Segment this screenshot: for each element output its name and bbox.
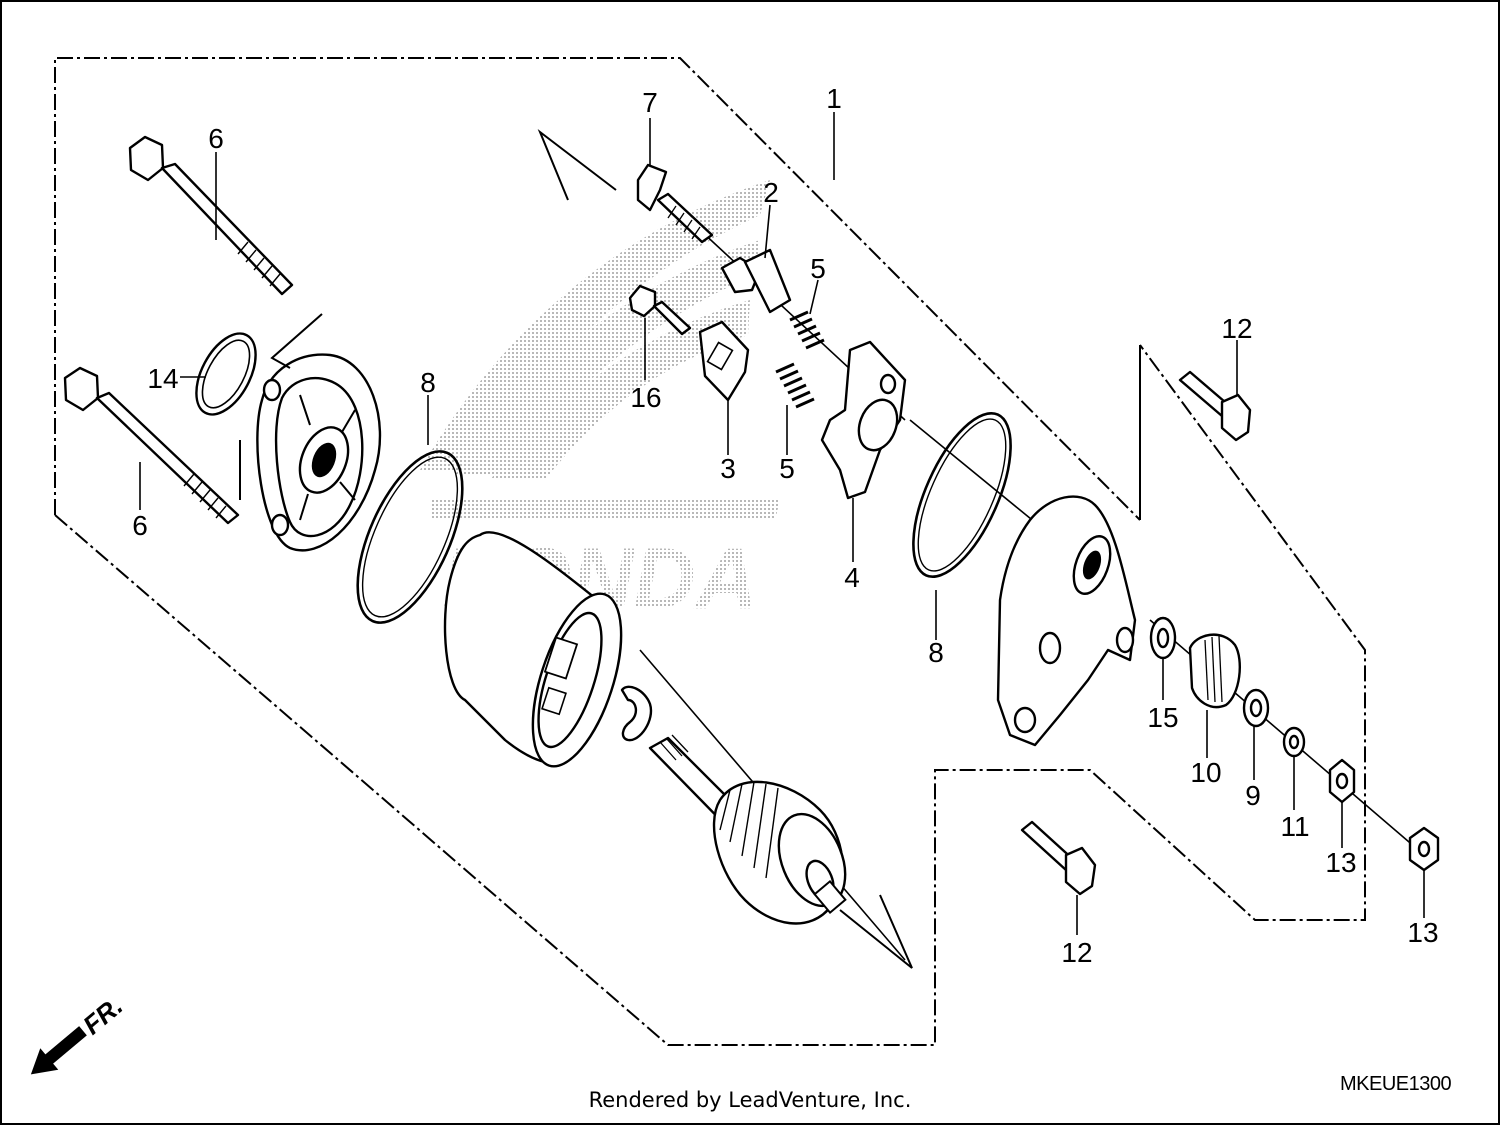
callout-8-left: 8 (420, 367, 436, 398)
callout-6-upper: 6 (208, 123, 224, 154)
callout-13-outer: 13 (1407, 917, 1438, 948)
callout-5-upper: 5 (810, 253, 826, 284)
leader-lines (139, 112, 1425, 935)
callout-11: 11 (1280, 811, 1309, 842)
flange-bolt-upper (1178, 370, 1252, 442)
front-cover (996, 495, 1137, 747)
callout-15: 15 (1147, 702, 1178, 733)
callout-7: 7 (642, 87, 658, 118)
callout-3: 3 (720, 453, 736, 484)
through-bolt-upper (128, 135, 294, 296)
o-ring-left (356, 450, 464, 624)
callout-5-lower: 5 (779, 453, 795, 484)
terminal-bolt (636, 163, 714, 244)
callout-9: 9 (1245, 780, 1261, 811)
render-credit: Rendered by LeadVenture, Inc. (588, 1088, 912, 1112)
brush-spring-lower (775, 362, 815, 409)
callout-4: 4 (844, 562, 860, 593)
through-bolt-lower (63, 366, 240, 525)
assembly-boundary (54, 57, 1366, 1046)
o-ring-small (195, 332, 257, 416)
callout-13-inner: 13 (1325, 847, 1356, 878)
callout-8-right: 8 (928, 637, 944, 668)
diagram-code: MKEUE1300 (1340, 1073, 1452, 1095)
plain-washer (1282, 726, 1306, 758)
callout-2: 2 (763, 177, 779, 208)
callout-12-upper: 12 (1221, 313, 1252, 344)
terminal-stud (628, 284, 692, 336)
callout-1: 1 (826, 83, 842, 114)
brush-spring-upper (789, 310, 825, 350)
brush-upper (720, 248, 792, 314)
flange-bolt-lower (1020, 820, 1097, 896)
front-direction-arrow: FR. (30, 990, 128, 1075)
washer (1149, 616, 1177, 660)
yoke-housing (443, 531, 623, 768)
callout-10: 10 (1190, 757, 1221, 788)
callout-12-lower: 12 (1061, 937, 1092, 968)
callout-labels: 1 2 3 4 5 5 6 6 7 8 8 9 10 11 12 12 13 1… (132, 83, 1438, 968)
brush-holder (820, 340, 907, 500)
armature (648, 734, 847, 925)
rear-cover (256, 353, 382, 552)
callout-16: 16 (630, 382, 661, 413)
nut-inner (1328, 758, 1356, 804)
nut-outer (1408, 826, 1440, 872)
pinion-gear (1188, 633, 1241, 709)
brush-lower (698, 320, 750, 402)
armature-clip (620, 685, 653, 742)
collar (1242, 688, 1270, 728)
callout-14: 14 (147, 363, 178, 394)
callout-6-lower: 6 (132, 510, 148, 541)
o-ring-right (912, 411, 1012, 579)
section-arrows (537, 128, 913, 969)
